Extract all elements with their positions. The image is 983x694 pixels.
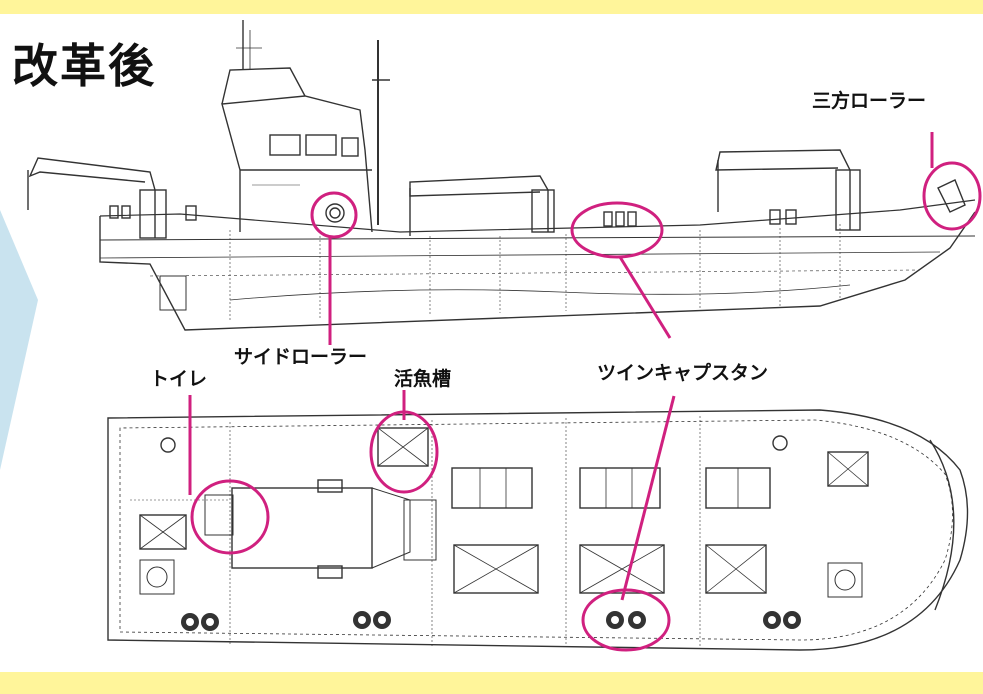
callout-toilet — [190, 479, 270, 555]
drawing-panel — [0, 14, 983, 672]
page-title: 改革後 — [12, 39, 156, 93]
callout-side-roller — [310, 191, 358, 239]
callout-three-way-roller — [922, 161, 982, 231]
label-side-roller: サイドローラー — [234, 346, 368, 368]
side-view — [27, 20, 976, 331]
label-toilet: トイレ — [150, 368, 208, 390]
left-arrow-shape — [0, 210, 38, 470]
bottom-yellow-band — [0, 672, 983, 694]
hull-outline — [99, 211, 976, 331]
callouts — [188, 132, 982, 652]
plan-view — [107, 409, 969, 651]
label-three-way-roller: 三方ローラー — [812, 90, 927, 112]
label-twin-capstan: ツインキャプスタン — [597, 362, 769, 384]
callout-capstan-plan — [581, 588, 671, 652]
deck-outline — [107, 409, 969, 651]
title-box — [6, 22, 196, 108]
mid-crane — [409, 175, 549, 232]
label-live-fish-tank: 活魚槽 — [394, 368, 452, 390]
top-yellow-band — [0, 0, 983, 14]
callout-live-fish-tank — [369, 410, 439, 494]
fore-crane — [715, 149, 851, 230]
callout-capstan-side — [570, 201, 664, 259]
